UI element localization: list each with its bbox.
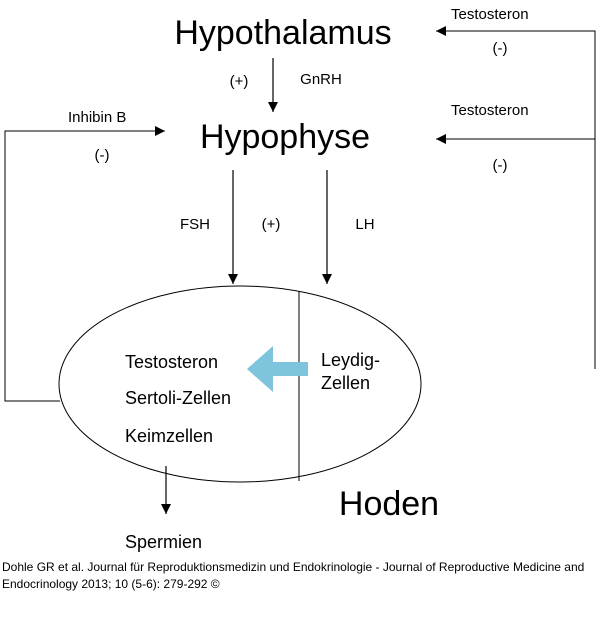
citation: Dohle GR et al. Journal für Reproduktion…: [2, 559, 598, 593]
hoden-ellipse: [58, 285, 422, 483]
minus-top-label: (-): [493, 40, 508, 57]
testosteron-feedback-hypothalamus: [436, 26, 596, 369]
hoden-testosteron: Testosteron: [125, 352, 218, 372]
leydig-to-testosteron-arrow: [247, 346, 308, 392]
gnrh-plus-label: (+): [230, 73, 249, 90]
testosteron-top-label: Testosteron: [451, 6, 529, 23]
hoden-leydig-line1: Leydig-: [321, 350, 380, 370]
fsh-plus-label: (+): [262, 216, 281, 233]
gnrh-label: GnRH: [300, 71, 342, 88]
hypophyse-title: Hypophyse: [200, 118, 370, 156]
endocrine-axis-diagram: Hypothalamus Hypophyse (+) GnRH Testoste…: [4, 6, 596, 552]
testosteron-mid-label: Testosteron: [451, 102, 529, 119]
hoden-sertoli-zellen: Sertoli-Zellen: [125, 388, 231, 408]
citation-line-1: Dohle GR et al. Journal für Reproduktion…: [2, 560, 585, 574]
hoden-title: Hoden: [339, 485, 439, 523]
minus-mid-label: (-): [493, 157, 508, 174]
lh-label: LH: [355, 216, 374, 233]
fsh-label: FSH: [180, 216, 210, 233]
spermien-label: Spermien: [125, 532, 202, 552]
hoden-keimzellen: Keimzellen: [125, 426, 213, 446]
minus-inhibin-label: (-): [95, 147, 110, 164]
hoden-leydig-line2: Zellen: [321, 373, 370, 393]
inhibin-b-label: Inhibin B: [68, 109, 126, 126]
hypothalamus-title: Hypothalamus: [174, 14, 391, 52]
citation-line-2: Endocrinology 2013; 10 (5-6): 279-292 ©: [2, 577, 220, 591]
inhibin-b-feedback: [4, 126, 165, 402]
